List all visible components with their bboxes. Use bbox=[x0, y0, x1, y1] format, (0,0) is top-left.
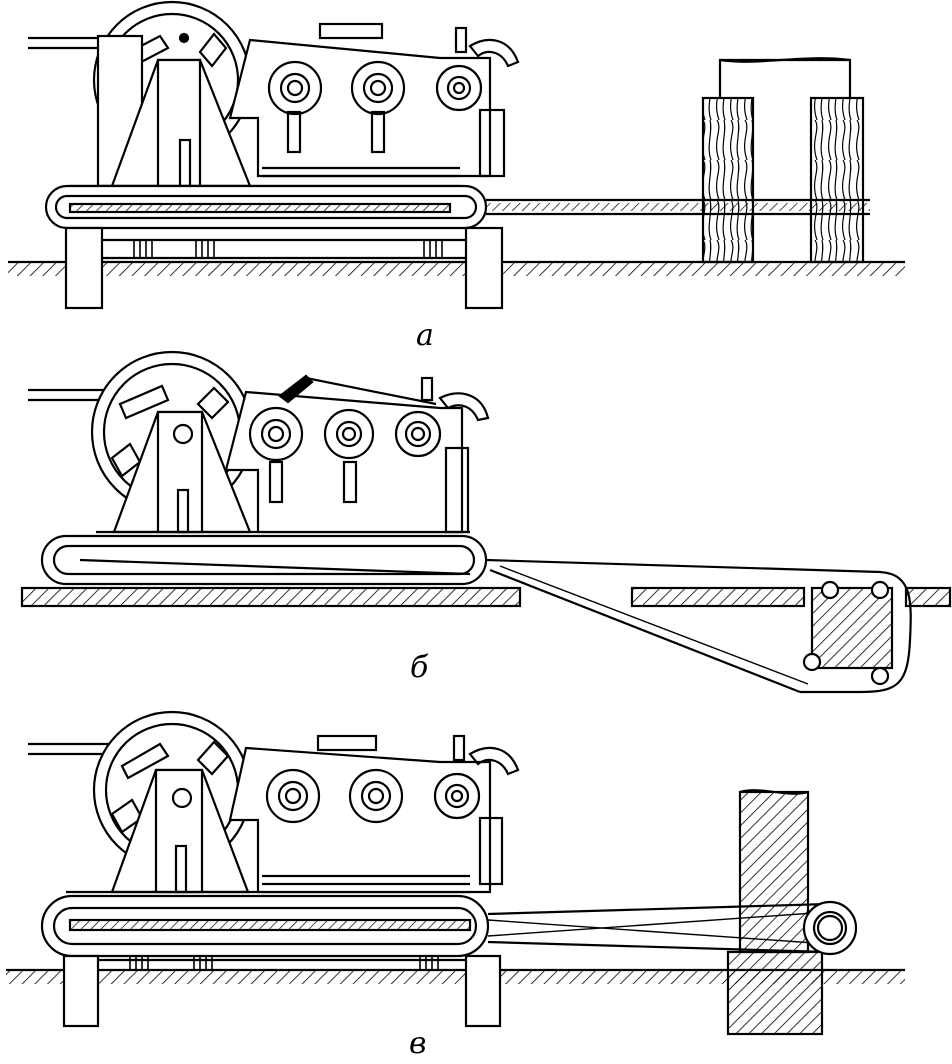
gearbox bbox=[228, 734, 520, 894]
column bbox=[726, 789, 858, 1036]
rope-in bbox=[28, 742, 112, 756]
gearbox bbox=[224, 374, 490, 534]
caption-b: б bbox=[410, 650, 429, 685]
base-frame bbox=[40, 894, 502, 1028]
buried-block bbox=[802, 580, 894, 686]
panel-v bbox=[6, 710, 905, 1036]
base-frame bbox=[44, 184, 504, 310]
anchor-rope bbox=[486, 198, 870, 216]
panel-b bbox=[20, 350, 952, 694]
wooden-posts bbox=[701, 57, 865, 264]
anchor-rope bbox=[485, 558, 912, 694]
gearbox bbox=[228, 22, 520, 178]
panel-a bbox=[8, 0, 905, 310]
stand bbox=[70, 34, 460, 188]
ground bbox=[20, 586, 952, 608]
caption-v: в bbox=[409, 1026, 427, 1061]
caption-a: а bbox=[416, 318, 434, 353]
base-frame bbox=[40, 534, 488, 586]
ground bbox=[8, 260, 905, 276]
